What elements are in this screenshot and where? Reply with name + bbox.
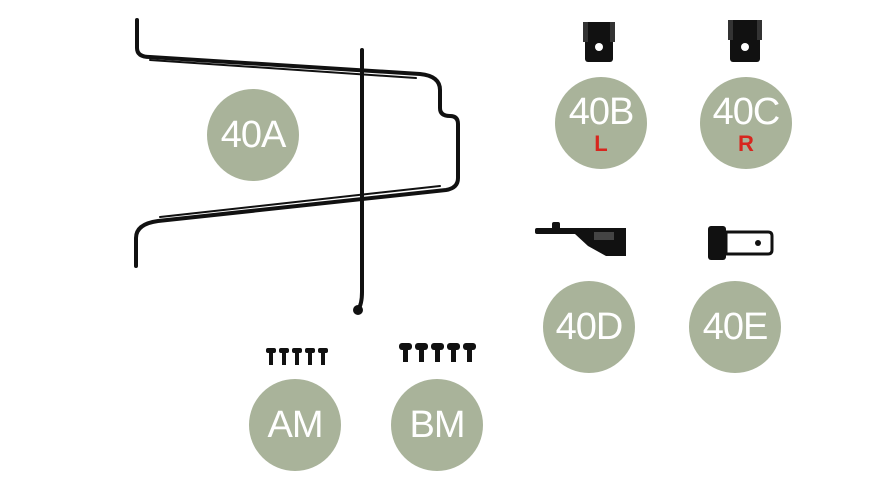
part-code: BM <box>409 404 466 446</box>
part-label-40d: 40D <box>543 281 635 373</box>
part-code: 40D <box>555 306 624 348</box>
part-bm-screws <box>399 343 476 362</box>
part-40e-hinge <box>708 226 774 260</box>
part-label-40b: 40B L <box>555 77 647 169</box>
part-code: 40A <box>220 114 287 156</box>
part-am-screws <box>266 348 328 365</box>
part-40d-latch <box>535 222 626 256</box>
part-label-40a: 40A <box>207 89 299 181</box>
side-marker-left: L <box>594 131 608 156</box>
part-code: AM <box>267 404 324 446</box>
part-code: 40C <box>712 91 781 133</box>
side-marker-right: R <box>738 131 754 156</box>
part-label-am: AM <box>249 379 341 471</box>
part-label-40c: 40C R <box>700 77 792 169</box>
part-label-40e: 40E <box>689 281 781 373</box>
part-40b-bracket <box>583 22 615 62</box>
part-code: 40B <box>568 91 635 133</box>
part-code: 40E <box>702 306 769 348</box>
part-label-bm: BM <box>391 379 483 471</box>
part-40c-bracket <box>728 20 762 62</box>
part-40a-wire-frame <box>134 18 460 315</box>
